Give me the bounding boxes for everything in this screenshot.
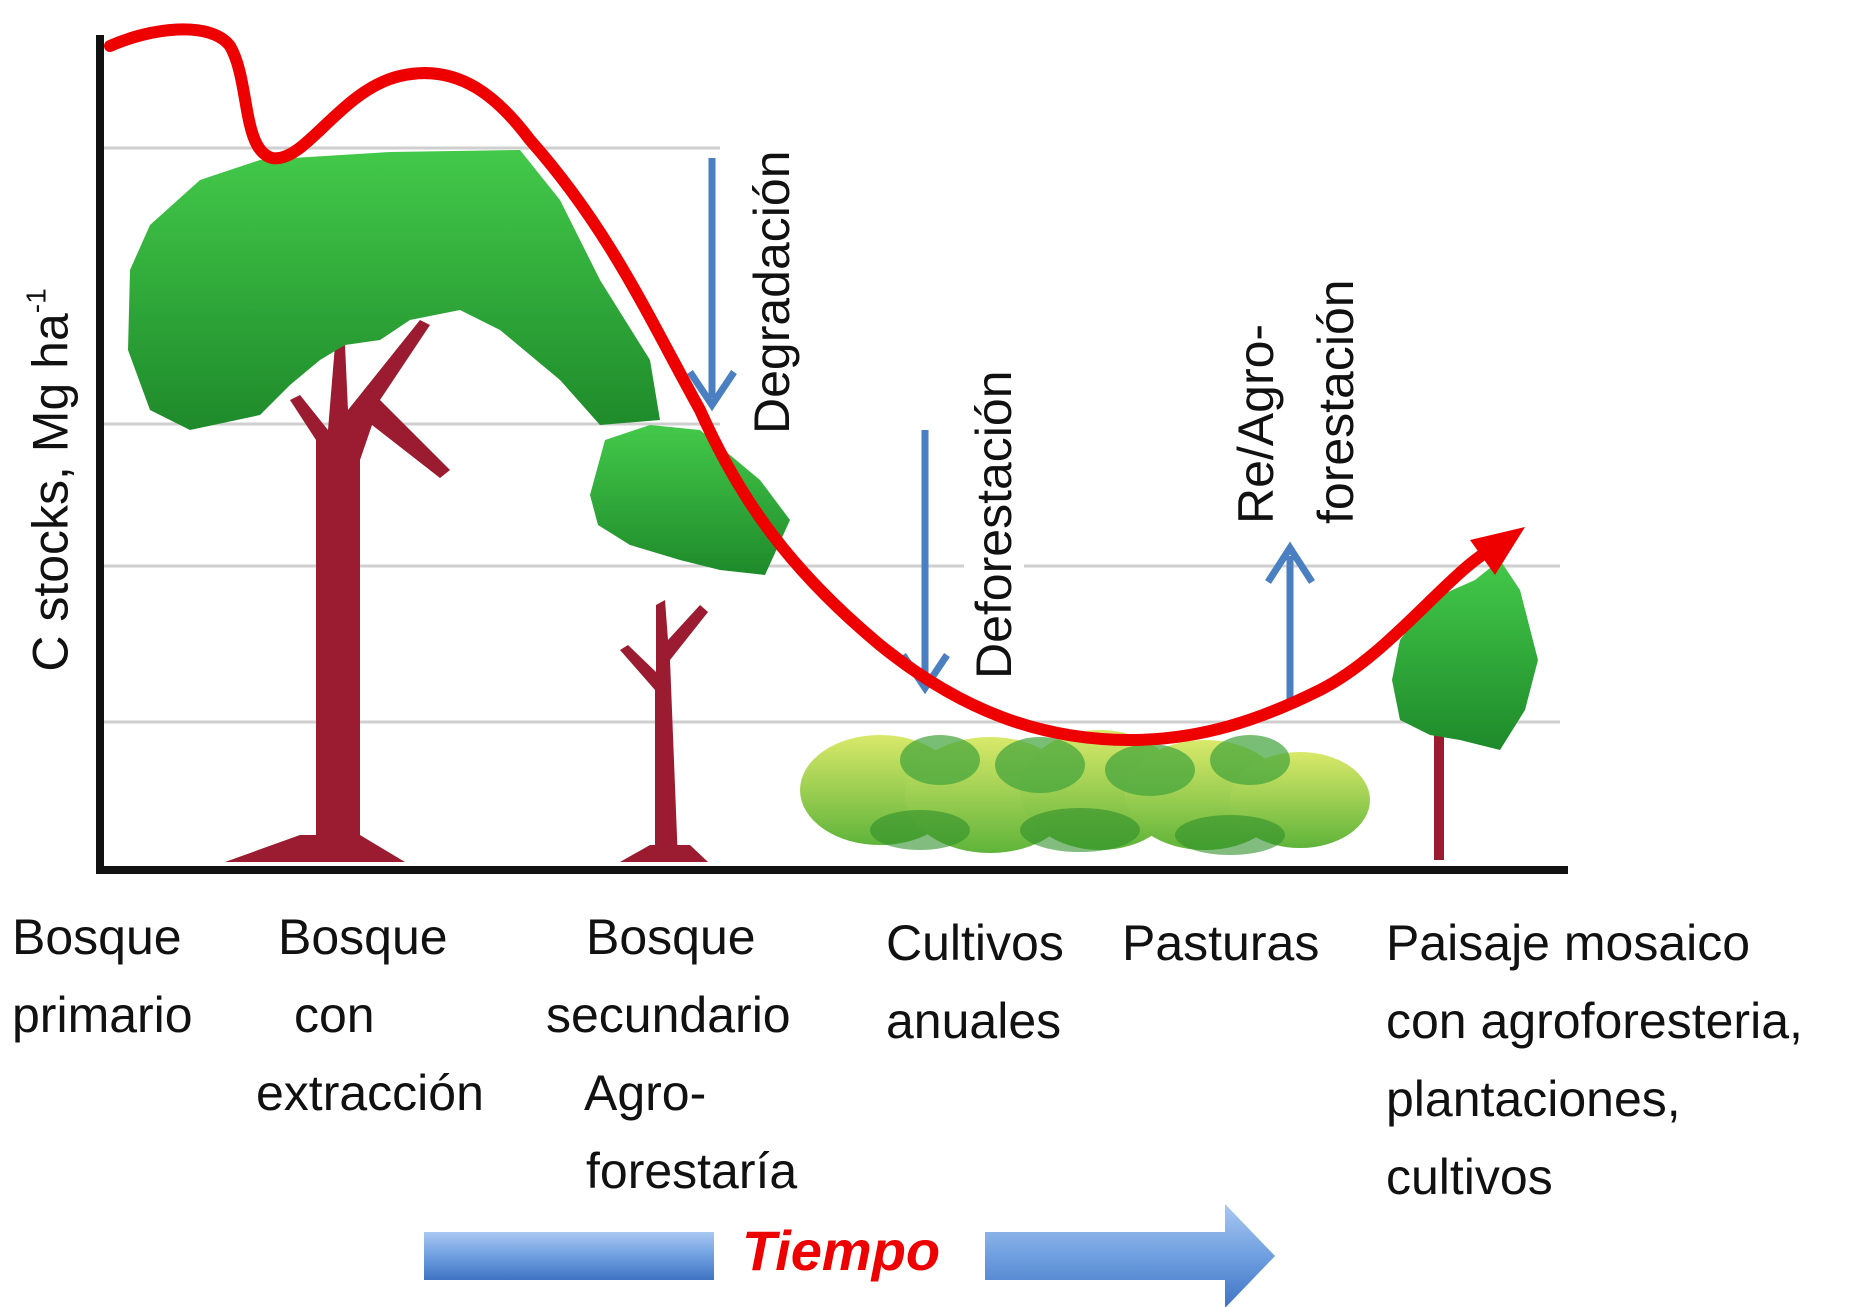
stage-label-line: con [294,987,375,1043]
deforestation-arrow [900,430,950,695]
stage-label-extraction-forest: Bosque con extracción [256,898,526,1132]
stage-label-line: cultivos [1386,1149,1553,1205]
time-arrow-label: Tiempo [742,1219,941,1282]
stage-label-primary-forest: Bosque primario [12,898,193,1054]
stage-label-line: anuales [886,993,1062,1049]
stage-label-mosaic-landscape: Paisaje mosaico con agroforesteria, plan… [1386,904,1803,1216]
carbon-stock-curve [104,23,1525,747]
stage-label-line: Bosque [12,909,182,965]
stage-label-line: primario [12,987,193,1043]
chart-axes [96,35,1568,874]
reforestation-label-line1: Re/Agro- [1226,317,1286,530]
primary-forest-tree-icon [128,150,660,862]
y-axis-label-text: C stocks, Mg ha [22,313,79,672]
stage-label-annual-crops: Cultivos anuales [886,904,1064,1060]
time-arrow [424,1204,1275,1307]
deforestation-label: Deforestación [964,364,1024,685]
secondary-forest-tree-icon [590,425,790,862]
mosaic-landscape-tree-icon [1392,560,1538,860]
stage-label-pastures: Pasturas [1122,904,1319,982]
stage-label-line: Agro- [584,1065,707,1121]
degradation-label: Degradación [742,144,802,440]
stage-label-line: forestaría [586,1143,798,1199]
stage-label-line: plantaciones, [1386,1071,1681,1127]
degradation-arrow [687,158,737,412]
stage-label-line: Bosque [586,909,756,965]
reforestation-label-line2: forestación [1306,273,1366,530]
stage-label-line: Pasturas [1122,915,1320,971]
stage-label-line: Paisaje mosaico [1386,915,1751,971]
curve-arrowhead-icon [1470,527,1525,575]
stage-label-line: Bosque [278,909,448,965]
stage-label-line: extracción [256,1065,484,1121]
crops-pasture-vegetation-icon [800,730,1370,855]
stage-label-secondary-forest: Bosque secundario Agro- forestaría [546,898,797,1210]
stage-label-line: Cultivos [886,915,1064,971]
stage-label-line: secundario [546,987,791,1043]
y-axis-label-superscript: -1 [20,288,52,314]
y-axis-label: C stocks, Mg ha-1 [21,288,80,671]
reforestation-arrow [1265,541,1315,700]
stage-label-line: con agroforesteria, [1386,993,1803,1049]
